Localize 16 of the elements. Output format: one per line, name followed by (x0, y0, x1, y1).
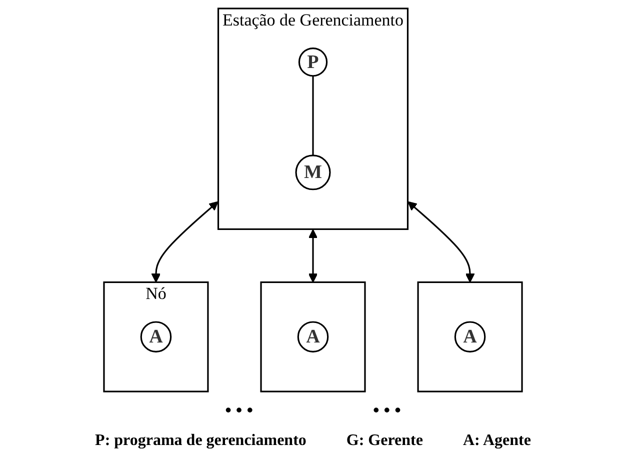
ellipsis-mark: • • • (225, 400, 253, 422)
node-circle: A (454, 321, 486, 353)
arrow (151, 201, 218, 283)
node-circle: M (295, 154, 331, 190)
node-circle: P (298, 47, 328, 77)
legend-text: P: programa de gerenciamento (95, 432, 306, 450)
ellipsis-mark: • • • (373, 400, 401, 422)
cluster (417, 281, 523, 392)
node-circle: A (297, 321, 329, 353)
arrow (408, 201, 475, 283)
node-circle: A (140, 321, 172, 353)
cluster (260, 281, 366, 392)
legend-text: G: Gerente (346, 432, 423, 450)
connector (312, 76, 314, 156)
legend-text: A: Agente (462, 432, 531, 450)
arrow (308, 229, 318, 283)
